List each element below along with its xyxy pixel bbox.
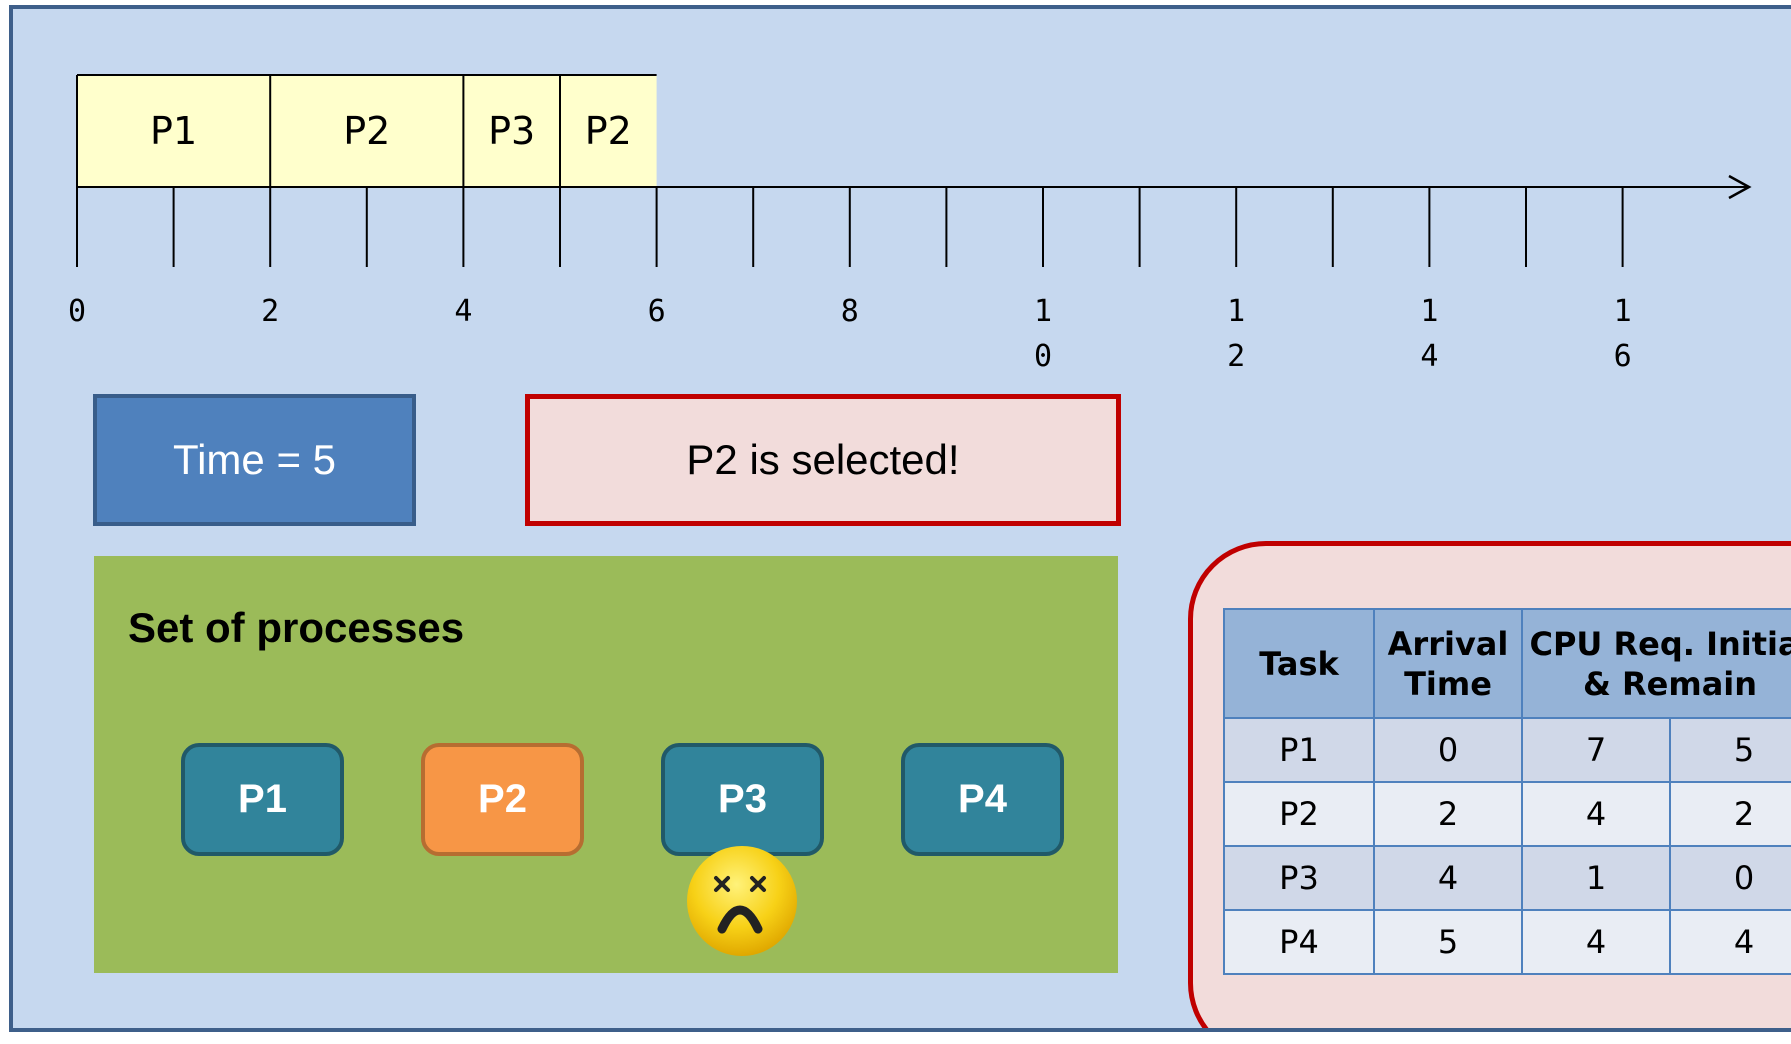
gantt-segment-p3	[463, 75, 560, 187]
gantt-segment-p2	[270, 75, 464, 187]
header-cpu: CPU Req. Initial & Remain	[1521, 608, 1791, 719]
sad-face-icon	[687, 846, 797, 956]
process-label: P3	[718, 777, 767, 821]
table-row: P3 4 1 0	[1223, 845, 1791, 911]
gantt-segment-label: P1	[150, 109, 197, 153]
cell-task: P3	[1223, 845, 1375, 911]
process-card-p1[interactable]: P1	[181, 743, 344, 856]
cell-remain: 5	[1669, 717, 1791, 783]
axis-tick-label: 2	[261, 294, 279, 329]
process-card-p2[interactable]: P2	[421, 743, 584, 856]
task-table: Task Arrival Time CPU Req. Initial & Rem…	[1223, 608, 1791, 975]
process-card-p4[interactable]: P4	[901, 743, 1064, 856]
cell-task: P4	[1223, 909, 1375, 975]
header-arrival: Arrival Time	[1373, 608, 1523, 719]
cell-task: P1	[1223, 717, 1375, 783]
cell-task: P2	[1223, 781, 1375, 847]
table-row: P2 2 4 2	[1223, 781, 1791, 847]
process-set-panel: Set of processes P1 P2 P3 P4	[94, 556, 1118, 973]
selection-message: P2 is selected!	[686, 436, 960, 483]
header-task: Task	[1223, 608, 1375, 719]
table-header-row: Task Arrival Time CPU Req. Initial & Rem…	[1223, 608, 1791, 719]
axis-arrowhead	[1728, 174, 1752, 200]
cell-arrival: 2	[1373, 781, 1523, 847]
process-label: P2	[478, 777, 527, 821]
cell-remain: 4	[1669, 909, 1791, 975]
axis-tick-label: 0	[68, 294, 86, 329]
gantt-segment-label: P2	[585, 109, 632, 153]
process-label: P1	[238, 777, 287, 821]
table-row: P4 5 4 4	[1223, 909, 1791, 975]
panel-title: Set of processes	[128, 604, 465, 651]
axis-tick-label: 6	[648, 294, 666, 329]
axis-ticks	[76, 187, 1624, 267]
gantt-segment-label: P2	[343, 109, 390, 153]
cell-arrival: 0	[1373, 717, 1523, 783]
cell-initial: 1	[1521, 845, 1671, 911]
table-row: P1 0 7 5	[1223, 717, 1791, 783]
gantt-segment-p2	[560, 75, 657, 187]
process-card-p3[interactable]: P3	[661, 743, 824, 856]
time-indicator: Time = 5	[93, 394, 416, 526]
axis-tick-label: 8	[841, 294, 859, 329]
gantt-segment-p1	[77, 75, 271, 187]
cell-initial: 4	[1521, 909, 1671, 975]
selection-message-box: P2 is selected!	[525, 394, 1121, 526]
cell-initial: 4	[1521, 781, 1671, 847]
gantt-segment-label: P3	[488, 109, 535, 153]
cell-remain: 2	[1669, 781, 1791, 847]
cell-arrival: 4	[1373, 845, 1523, 911]
axis-tick-label: 4	[454, 294, 472, 329]
cell-arrival: 5	[1373, 909, 1523, 975]
cell-initial: 7	[1521, 717, 1671, 783]
task-table-panel: Task Arrival Time CPU Req. Initial & Rem…	[1188, 541, 1791, 1028]
cell-remain: 0	[1669, 845, 1791, 911]
process-label: P4	[958, 777, 1007, 821]
time-label: Time = 5	[173, 436, 336, 483]
gantt-segments: P1 P2 P3 P2	[76, 74, 657, 187]
